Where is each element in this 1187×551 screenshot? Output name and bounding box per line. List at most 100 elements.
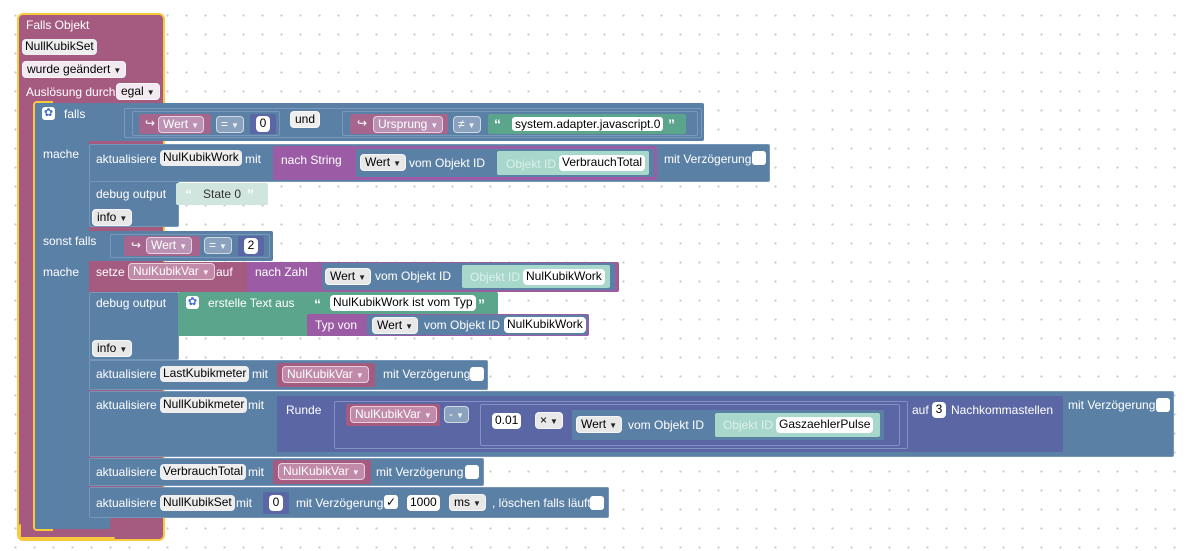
trigger-dropdown[interactable]: egal▼ [116, 83, 160, 100]
eq-dropdown[interactable]: =▼ [216, 116, 244, 133]
object-id-value-3[interactable]: NulKubikWork [504, 317, 586, 333]
decimals-label: Nachkommastellen [951, 403, 1054, 417]
delay-label-3: mit Verzögerung [1068, 398, 1156, 412]
runde-label: Runde [286, 403, 322, 417]
adapter-text[interactable]: system.adapter.javascript.0 [511, 116, 665, 132]
neq-dropdown[interactable]: ≠▼ [453, 116, 481, 133]
eq-dropdown-2[interactable]: =▼ [204, 237, 232, 254]
number-0[interactable]: 0 [256, 116, 270, 132]
wert-dropdown-6[interactable]: Wert▼ [576, 416, 623, 433]
delay-checkbox-2[interactable] [470, 367, 484, 381]
mit-label: mit [245, 152, 261, 166]
arrow-icon-2: ↪ [357, 116, 368, 130]
arrow-icon: ↪ [145, 116, 156, 130]
info-dropdown-2[interactable]: info▼ [92, 340, 133, 357]
mit-label-5: mit [236, 496, 252, 510]
elseif-label: sonst falls [43, 234, 97, 248]
ms-dropdown[interactable]: ms▼ [449, 494, 486, 511]
arrow-icon-3: ↪ [131, 238, 142, 252]
gear-icon-2[interactable]: ✿ [186, 296, 199, 309]
delay-checkbox[interactable] [752, 151, 766, 165]
mache-label-2: mache [43, 265, 80, 279]
number-2[interactable]: 2 [244, 238, 258, 254]
clear-checkbox[interactable] [590, 496, 604, 510]
update-label-5: aktualisiere [96, 496, 157, 510]
object-id-value-2[interactable]: NulKubikWork [523, 269, 605, 285]
object-id-value[interactable]: VerbrauchTotal [559, 155, 646, 171]
clear-label: , löschen falls läuft [492, 496, 591, 510]
debug-label-1: debug output [96, 187, 167, 201]
to-number-label: nach Zahl [255, 265, 308, 279]
wert-dropdown-3[interactable]: Wert▼ [146, 237, 193, 254]
update-label: aktualisiere [96, 152, 157, 166]
update-label-2: aktualisiere [96, 367, 157, 381]
factor-field[interactable]: 0.01 [492, 413, 522, 429]
auf-label: auf [216, 265, 233, 279]
gear-icon[interactable]: ✿ [42, 107, 55, 120]
update-target-2[interactable]: LastKubikmeter [160, 366, 250, 382]
update-target-4[interactable]: VerbrauchTotal [160, 464, 247, 480]
info-dropdown-1[interactable]: info▼ [92, 209, 133, 226]
quote-close-icon-2: ” [247, 186, 254, 202]
change-dropdown[interactable]: wurde geändert▼ [22, 61, 127, 78]
delay-label-5: mit Verzögerung [296, 496, 384, 510]
var-dropdown-3[interactable]: NulKubikVar▼ [350, 406, 437, 423]
debug-label-2: debug output [96, 296, 167, 310]
update-target-3[interactable]: NullKubikmeter [160, 397, 248, 413]
decimals-field[interactable]: 3 [932, 402, 946, 418]
und-label: und [290, 111, 321, 128]
delay-label-4: mit Verzögerung [376, 465, 464, 479]
wert-dropdown-5[interactable]: Wert▼ [372, 317, 419, 334]
mit-label-2: mit [252, 367, 268, 381]
to-string-label: nach String [281, 153, 342, 167]
state-text[interactable]: State 0 [203, 187, 242, 201]
delay-checkbox-4[interactable] [465, 465, 479, 479]
update-label-4: aktualisiere [96, 465, 157, 479]
object-id-label-2: Objekt ID [470, 270, 521, 284]
mache-label-1: mache [43, 147, 80, 161]
mit-label-4: mit [248, 465, 264, 479]
ms-value-field[interactable]: 1000 [407, 495, 440, 511]
object-id-label: Objekt ID [506, 157, 557, 171]
object-id-label-4: Objekt ID [723, 418, 774, 432]
wert-dropdown-2[interactable]: Wert▼ [360, 154, 407, 171]
ursprung-dropdown[interactable]: Ursprung▼ [373, 116, 444, 133]
var-dropdown-2[interactable]: NulKubikVar▼ [282, 366, 369, 383]
if-mache-2 [35, 261, 89, 527]
event-title: Falls Objekt [26, 18, 90, 32]
update-target[interactable]: NulKubikWork [160, 150, 242, 166]
type-of-label: Typ von [315, 318, 358, 332]
auf-label-2: auf [912, 403, 929, 417]
var-dropdown[interactable]: NulKubikVar▼ [128, 263, 215, 280]
minus-dropdown[interactable]: -▼ [444, 406, 469, 423]
from-object-label-2: vom Objekt ID [375, 269, 452, 283]
delay-checkbox-3[interactable] [1156, 398, 1170, 412]
text-part-field[interactable]: NulKubikWork ist vom Typ [330, 295, 476, 311]
object-id-value-4[interactable]: GaszaehlerPulse [776, 417, 874, 433]
from-object-label-4: vom Objekt ID [628, 418, 705, 432]
falls-label: falls [64, 107, 86, 121]
delay-label: mit Verzögerung [664, 152, 752, 166]
upd4-value[interactable]: 0 [269, 495, 283, 511]
text-block-state[interactable] [176, 183, 268, 205]
from-object-label-3: vom Objekt ID [424, 318, 501, 332]
from-object-label: vom Objekt ID [409, 156, 486, 170]
if-bottom [35, 515, 110, 529]
var-dropdown-4[interactable]: NulKubikVar▼ [278, 463, 365, 480]
delay-label-2: mit Verzögerung [383, 367, 471, 381]
quote-open-icon: “ [494, 116, 501, 132]
if-mache-1 [35, 141, 89, 231]
delay-checkbox-5[interactable]: ✓ [384, 495, 398, 509]
object-id-field[interactable]: NullKubikSet [22, 39, 97, 55]
update-target-5[interactable]: NullKubikSet [160, 495, 235, 511]
quote-open-icon-2: “ [185, 186, 192, 202]
wert-dropdown-4[interactable]: Wert▼ [325, 268, 372, 285]
wert-dropdown[interactable]: Wert▼ [158, 116, 205, 133]
create-text-label: erstelle Text aus [208, 296, 295, 310]
trigger-label: Auslösung durch [26, 85, 116, 99]
mit-label-3: mit [248, 398, 264, 412]
update-label-3: aktualisiere [96, 398, 157, 412]
quote-close-icon: ” [668, 116, 675, 132]
quote-close-icon-3: ” [478, 296, 485, 312]
times-dropdown[interactable]: ×▼ [535, 412, 563, 429]
